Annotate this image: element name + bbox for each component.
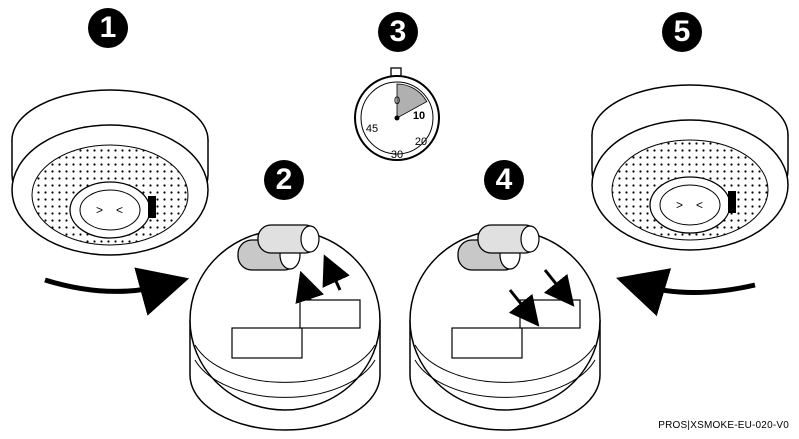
timer-label-top: 0 bbox=[394, 95, 400, 107]
rotate-arrow-step1 bbox=[44, 267, 190, 316]
timer-label-right-bottom: 20 bbox=[415, 136, 427, 148]
timer-label-bottom: 30 bbox=[391, 149, 403, 161]
detector-mark: < bbox=[116, 203, 123, 217]
battery-icon bbox=[257, 224, 320, 254]
insert-arrow bbox=[543, 269, 575, 307]
timer-label-right: 10 bbox=[413, 110, 425, 122]
detector-mark: < bbox=[696, 198, 703, 212]
step-number-1: 1 bbox=[88, 8, 128, 48]
remove-arrow bbox=[322, 254, 350, 291]
timer-label-left: 45 bbox=[366, 123, 378, 135]
detector-mark: > bbox=[96, 203, 103, 217]
smoke-detector-step1: > < bbox=[11, 89, 209, 316]
battery-icon bbox=[477, 224, 540, 254]
elapsed-time-sector bbox=[396, 83, 428, 119]
rotate-arrow-step5 bbox=[616, 268, 756, 317]
stopwatch: 0 10 20 30 45 bbox=[354, 67, 440, 161]
detector-mark: > bbox=[676, 198, 683, 212]
detector-base-step4 bbox=[409, 224, 601, 431]
remove-arrow bbox=[295, 270, 324, 304]
smoke-detector-step5: > < bbox=[591, 84, 789, 317]
insert-arrow bbox=[508, 289, 540, 327]
step-number-3: 3 bbox=[378, 12, 418, 52]
step-number-5: 5 bbox=[662, 12, 702, 52]
step-number-2: 2 bbox=[264, 160, 304, 200]
detector-base-step2 bbox=[189, 224, 381, 431]
reference-code: PROS|XSMOKE-EU-020-V0 bbox=[658, 420, 789, 431]
step-number-4: 4 bbox=[484, 160, 524, 200]
